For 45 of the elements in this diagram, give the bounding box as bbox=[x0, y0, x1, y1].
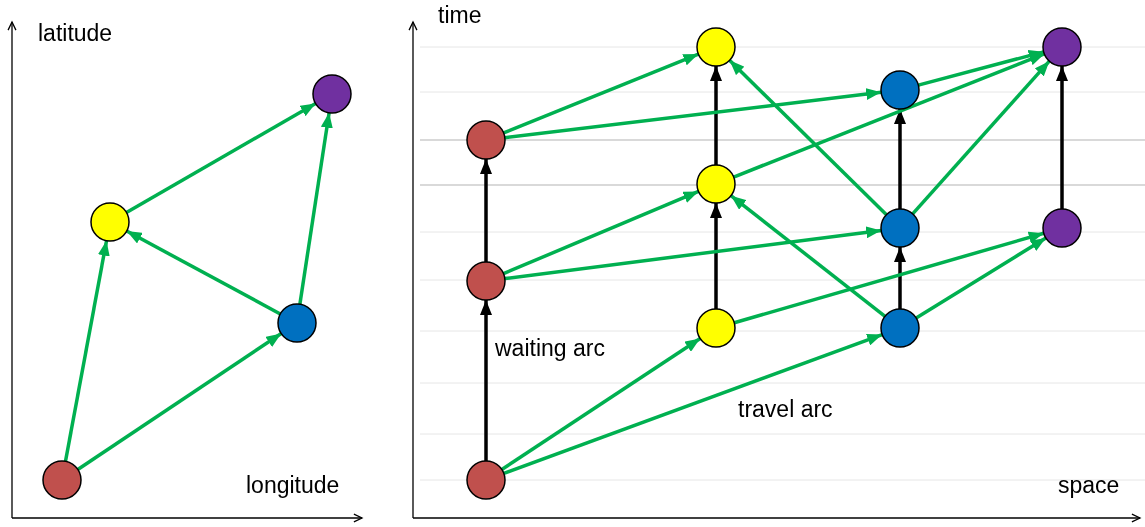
arc-label: waiting arc bbox=[495, 337, 605, 360]
node-circle bbox=[312, 74, 352, 114]
node-circle bbox=[466, 261, 506, 301]
node-circle bbox=[42, 460, 82, 500]
travel-arc-arrow bbox=[502, 52, 700, 135]
waiting-arc-arrow bbox=[1056, 66, 1068, 209]
waiting-arc-arrow bbox=[710, 203, 722, 309]
travel-arc-arrow bbox=[733, 231, 1045, 325]
waiting-arc-arrow bbox=[894, 109, 906, 209]
travel-arc-arrow bbox=[729, 194, 887, 318]
waiting-arc-arrow bbox=[710, 66, 722, 165]
axis-label: time bbox=[438, 4, 482, 27]
node-circle bbox=[880, 70, 920, 110]
travel-arc-arrow bbox=[502, 189, 700, 276]
arc-label: travel arc bbox=[738, 398, 833, 421]
travel-arc-arrow bbox=[504, 88, 882, 140]
travel-arc-arrow bbox=[733, 52, 1045, 179]
node-circle bbox=[466, 120, 506, 160]
node-circle bbox=[880, 308, 920, 348]
travel-arc-arrow bbox=[504, 226, 882, 281]
node-circle bbox=[880, 208, 920, 248]
axis-label: latitude bbox=[38, 22, 113, 45]
node-circle bbox=[466, 460, 506, 500]
node-circle bbox=[1042, 208, 1082, 248]
travel-arc-arrow bbox=[911, 60, 1051, 215]
node-circle bbox=[696, 308, 736, 348]
waiting-arc-arrow bbox=[894, 247, 906, 309]
node-circle bbox=[696, 164, 736, 204]
travel-arc-arrow bbox=[76, 332, 283, 471]
travel-arc-arrow bbox=[915, 236, 1047, 320]
travel-arc-arrow bbox=[298, 112, 333, 305]
travel-arc-arrow bbox=[63, 240, 110, 462]
node-circle bbox=[1042, 27, 1082, 67]
travel-arc-arrow bbox=[125, 229, 282, 316]
travel-arc-arrow bbox=[728, 59, 888, 216]
travel-arc-arrow bbox=[500, 337, 702, 471]
node-circle bbox=[696, 27, 736, 67]
axis-label: space bbox=[1058, 474, 1120, 497]
node-circle bbox=[277, 303, 317, 343]
node-circle bbox=[90, 202, 130, 242]
axis-label: longitude bbox=[246, 474, 340, 497]
waiting-arc-arrow bbox=[480, 300, 492, 461]
travel-arc-arrow bbox=[125, 101, 317, 215]
waiting-arc-arrow bbox=[480, 159, 492, 262]
travel-arc-arrow bbox=[503, 332, 883, 476]
